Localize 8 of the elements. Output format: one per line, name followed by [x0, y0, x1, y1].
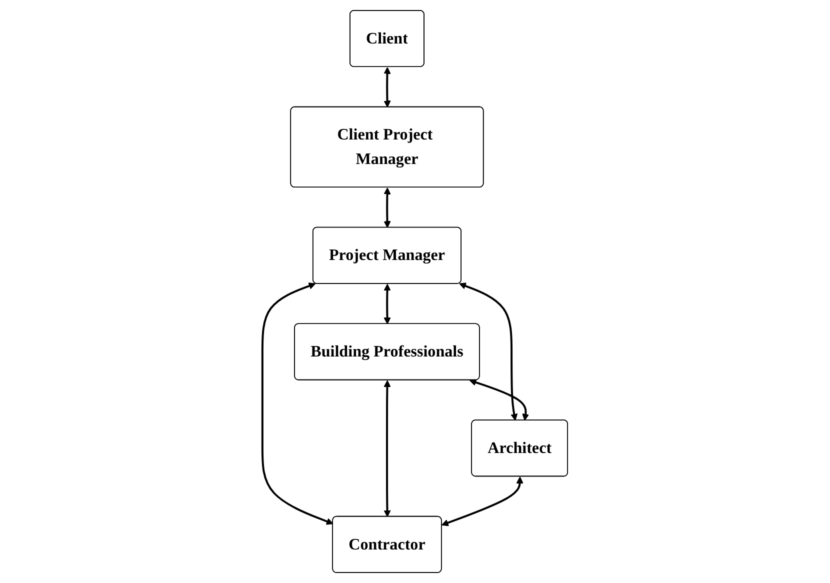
arrow — [384, 188, 391, 228]
arrow — [384, 67, 391, 108]
arrow — [441, 476, 524, 526]
arrow — [384, 284, 391, 324]
arrow — [384, 380, 391, 518]
arrow — [459, 282, 518, 421]
arrow — [261, 282, 334, 525]
arrow — [469, 379, 530, 421]
